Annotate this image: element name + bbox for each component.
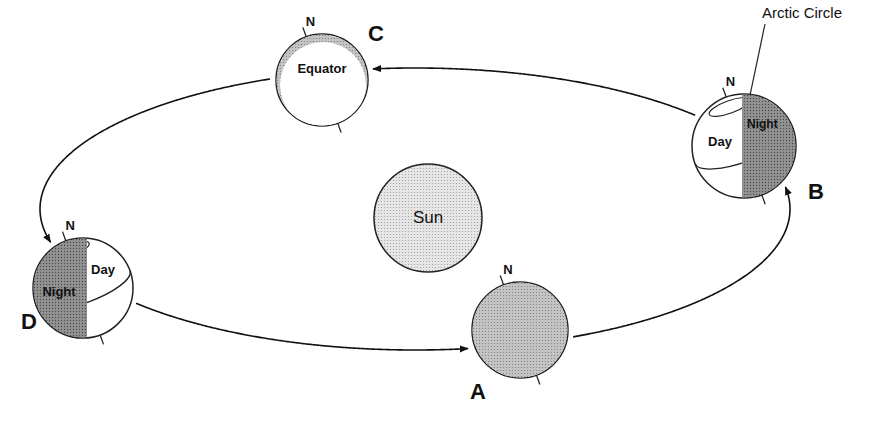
earth-globe: AN xyxy=(472,282,568,378)
equator-label: Equator xyxy=(297,62,346,76)
orbit-arrow xyxy=(136,303,468,350)
day-label: Day xyxy=(708,135,732,149)
day-label: Day xyxy=(91,263,115,277)
globe-outline xyxy=(472,282,568,378)
night-label: Night xyxy=(42,285,75,299)
globe-shape xyxy=(472,282,568,378)
position-letter: B xyxy=(808,180,824,204)
position-letter: A xyxy=(470,380,486,404)
night-label: Night xyxy=(747,118,778,131)
globe-shape xyxy=(692,94,796,198)
north-label: N xyxy=(306,15,315,29)
globe-night-side xyxy=(472,282,568,378)
position-letter: C xyxy=(368,22,384,46)
sun-disc xyxy=(374,164,482,272)
position-letter: D xyxy=(21,310,37,334)
callout-label: Arctic Circle xyxy=(762,5,842,22)
sun-circle: Sun xyxy=(373,163,483,273)
axis-line xyxy=(500,275,503,284)
north-label: N xyxy=(503,263,512,277)
axis-line xyxy=(338,123,341,132)
orbit-arrow xyxy=(373,68,695,115)
axis-line xyxy=(536,375,539,384)
globe-shape xyxy=(276,34,368,126)
axis-line xyxy=(723,88,726,97)
axis-line xyxy=(303,27,306,36)
globe-outline xyxy=(692,94,796,198)
globe-day-side xyxy=(692,94,796,198)
globe-day-side xyxy=(472,282,568,378)
leader-line xyxy=(749,24,765,100)
orbit-arrow xyxy=(573,187,790,337)
axis-line xyxy=(62,232,65,241)
orbit-arrow xyxy=(40,79,270,242)
globe-night-side xyxy=(33,238,87,338)
earth-globe: CNEquator xyxy=(276,34,368,126)
axis-line xyxy=(762,195,765,204)
sun-label: Sun xyxy=(413,209,443,228)
globe-outline xyxy=(33,238,133,338)
globe-day-side xyxy=(280,42,366,128)
north-label: N xyxy=(65,219,74,233)
earth-globe: BNDayNight xyxy=(692,94,796,198)
north-label: N xyxy=(726,75,735,89)
earth-globe: DNNightDay xyxy=(33,238,133,338)
globe-night-side xyxy=(742,94,796,198)
axis-line xyxy=(100,335,103,344)
